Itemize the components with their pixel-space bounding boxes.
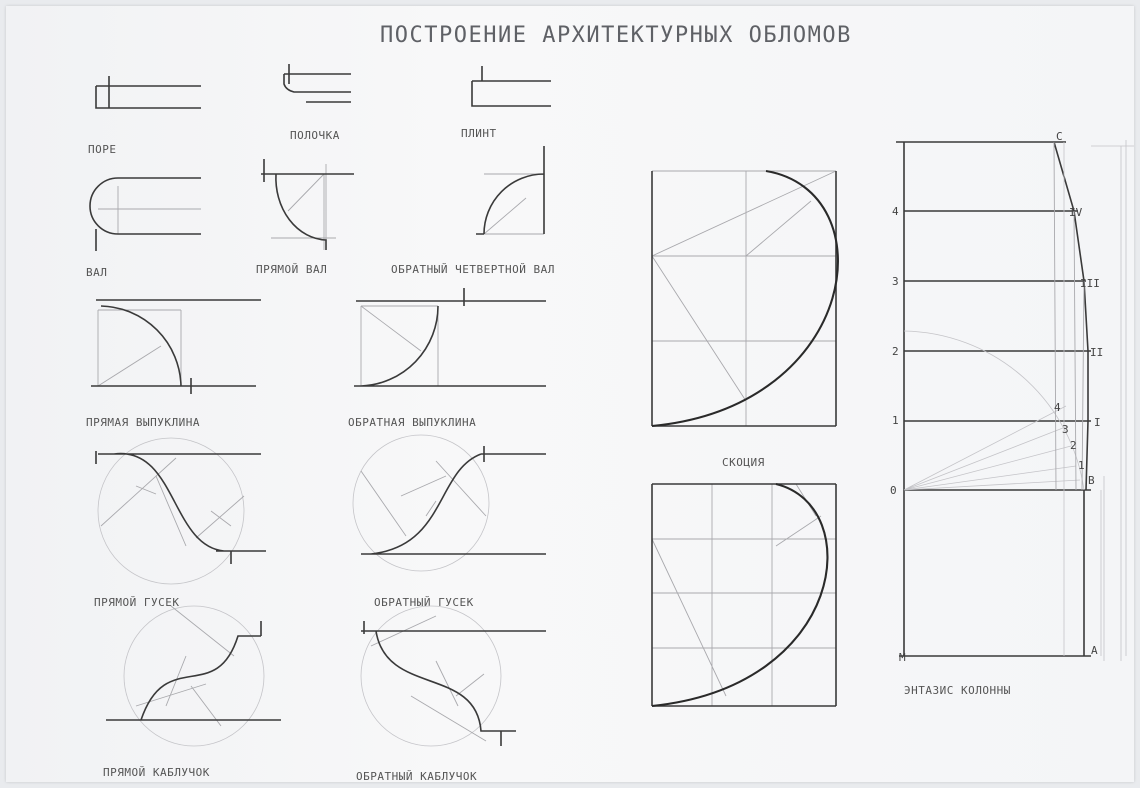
entasis-level-3: 3 (892, 275, 899, 288)
polochka-figure (283, 64, 351, 103)
label-plint: ПЛИНТ (461, 127, 497, 140)
obratny-chetvertnoy-val-figure (476, 146, 545, 235)
skotsiya-top-figure (651, 169, 839, 428)
label-polochka: ПОЛОЧКА (290, 129, 340, 142)
label-obratny-chetvertnoy-val: ОБРАТНЫЙ ЧЕТВЕРТНОЙ ВАЛ (391, 263, 555, 276)
label-obratny-gusek: ОБРАТНЫЙ ГУСЕК (374, 596, 474, 609)
drawing-sheet: ПОСТРОЕНИЕ АРХИТЕКТУРНЫХ ОБЛОМОВ ПОРЕ ПО… (6, 6, 1134, 782)
entasis-fan-3: 3 (1062, 423, 1069, 436)
label-pryamaya-vypuklina: ПРЯМАЯ ВЫПУКЛИНА (86, 416, 200, 429)
label-pryamoy-gusek: ПРЯМОЙ ГУСЕК (94, 596, 179, 609)
label-obratny-kablukok: ОБРАТНЫЙ КАБЛУЧОК (356, 770, 477, 782)
obratny-gusek-figure (352, 434, 546, 572)
entasis-fan-1: 1 (1078, 459, 1085, 472)
entasis-roman-1: I (1094, 416, 1101, 429)
entasis-mark-c: С (1056, 130, 1063, 143)
entasis-level-4: 4 (892, 205, 899, 218)
sheet-title: ПОСТРОЕНИЕ АРХИТЕКТУРНЫХ ОБЛОМОВ (380, 23, 852, 48)
label-obratnaya-vypuklina: ОБРАТНАЯ ВЫПУКЛИНА (348, 416, 476, 429)
plint-figure (471, 66, 551, 107)
pryamoy-val-figure (261, 159, 354, 250)
entasis-roman-2: II (1090, 346, 1103, 359)
entasis-level-1: 1 (892, 414, 899, 427)
entasis-fan-4: 4 (1054, 401, 1061, 414)
entasis-mark-b: В (1088, 474, 1095, 487)
label-pryamoy-val: ПРЯМОЙ ВАЛ (256, 263, 327, 276)
label-entasis: ЭНТАЗИС КОЛОННЫ (904, 684, 1011, 697)
label-pore: ПОРЕ (88, 143, 117, 156)
entasis-level-2: 2 (892, 345, 899, 358)
entasis-roman-3: III (1080, 277, 1100, 290)
pryamoy-gusek-figure (95, 437, 266, 585)
entasis-figure (896, 140, 1134, 661)
entasis-mark-m: М (899, 651, 906, 664)
entasis-mark-a: А (1091, 644, 1098, 657)
obratnaya-vypuklina-figure (354, 288, 546, 387)
pore-figure (95, 76, 201, 109)
entasis-level-0: 0 (890, 484, 897, 497)
drawing-canvas: ПОСТРОЕНИЕ АРХИТЕКТУРНЫХ ОБЛОМОВ ПОРЕ ПО… (86, 23, 1134, 782)
pryamaya-vypuklina-figure (91, 299, 261, 394)
skotsiya-bottom-figure (651, 482, 837, 708)
label-skotsiya: СКОЦИЯ (722, 456, 765, 469)
label-val: ВАЛ (86, 266, 107, 279)
entasis-roman-4: IV (1069, 206, 1083, 219)
pryamoy-kablukok-figure (106, 605, 281, 747)
label-pryamoy-kablukok: ПРЯМОЙ КАБЛУЧОК (103, 766, 210, 779)
obratny-kablukok-figure (360, 605, 546, 747)
entasis-fan-2: 2 (1070, 439, 1077, 452)
val-figure (89, 177, 201, 251)
